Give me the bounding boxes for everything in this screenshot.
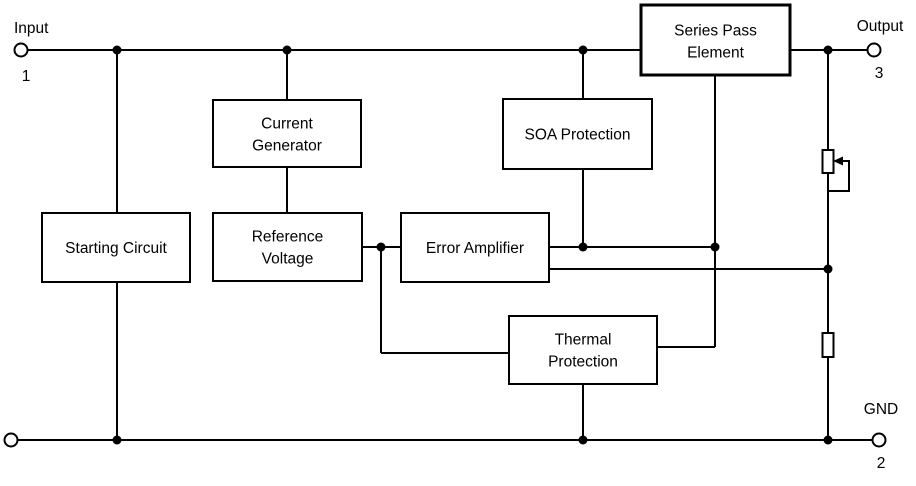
block-outline xyxy=(41,212,191,283)
terminal-output: Output 3 xyxy=(857,18,904,82)
block-label: Series Pass xyxy=(674,23,757,40)
block-outline xyxy=(400,212,550,283)
block-current-generator: Current Generator xyxy=(212,99,362,168)
block-label: Element xyxy=(687,45,745,62)
block-outline xyxy=(639,3,792,77)
junction-dot xyxy=(282,45,292,55)
block-label: Current xyxy=(261,116,313,133)
junction-dot xyxy=(376,242,386,252)
terminal-pin-circle xyxy=(3,432,19,448)
terminal-gnd: GND 2 xyxy=(864,401,898,472)
junction-dot xyxy=(112,45,122,55)
terminal-label: Input xyxy=(14,20,49,37)
block-reference-voltage: Reference Voltage xyxy=(212,212,363,282)
junction-dot xyxy=(112,435,122,445)
blocks: Series Pass Element Current Generator SO… xyxy=(41,3,792,385)
junction-dot xyxy=(823,264,833,274)
terminal-bottom-left xyxy=(3,432,19,448)
block-outline xyxy=(212,212,363,282)
block-label: Reference xyxy=(252,229,324,246)
terminal-input: Input 1 xyxy=(13,20,49,85)
block-label: Thermal xyxy=(555,332,612,349)
junction-dot xyxy=(710,242,720,252)
block-series-pass-element: Series Pass Element xyxy=(639,3,792,77)
wires xyxy=(18,49,872,441)
fixed-resistor-symbol xyxy=(821,332,835,358)
block-label: SOA Protection xyxy=(525,127,631,144)
block-label: Starting Circuit xyxy=(65,240,167,257)
terminal-pin-number: 2 xyxy=(877,455,886,472)
junction-dot xyxy=(578,242,588,252)
terminals: Input 1 Output 3 GND 2 xyxy=(3,18,904,472)
potentiometer-body xyxy=(821,149,835,174)
wiper-arrow-icon xyxy=(833,156,843,166)
terminal-label: GND xyxy=(864,401,898,418)
junction-dot xyxy=(578,45,588,55)
terminal-label: Output xyxy=(857,18,904,35)
terminal-pin-number: 1 xyxy=(22,68,31,85)
block-outline xyxy=(212,99,362,168)
junction-dot xyxy=(823,435,833,445)
terminal-pin-circle xyxy=(13,42,29,58)
junction-dots xyxy=(112,45,833,445)
block-thermal-protection: Thermal Protection xyxy=(508,315,658,385)
block-label: Error Amplifier xyxy=(426,240,524,257)
block-error-amplifier: Error Amplifier xyxy=(400,212,550,283)
adjustable-resistor-symbol xyxy=(821,149,850,192)
terminal-pin-circle xyxy=(871,432,887,448)
block-outline xyxy=(508,315,658,385)
potentiometer-wiper-loop xyxy=(829,160,850,192)
block-label: Generator xyxy=(252,138,322,155)
junction-dot xyxy=(823,45,833,55)
resistor-body xyxy=(821,332,835,358)
block-starting-circuit: Starting Circuit xyxy=(41,212,191,283)
terminal-pin-circle xyxy=(866,42,882,58)
block-label: Voltage xyxy=(262,251,314,268)
terminal-pin-number: 3 xyxy=(875,65,884,82)
junction-dot xyxy=(578,435,588,445)
block-soa-protection: SOA Protection xyxy=(502,98,653,170)
block-outline xyxy=(502,98,653,170)
block-label: Protection xyxy=(548,354,618,371)
